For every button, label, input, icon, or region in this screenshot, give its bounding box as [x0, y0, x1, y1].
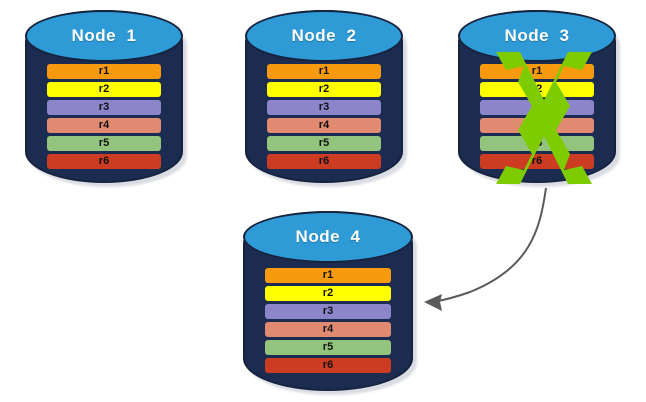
node-title: Node 1 [71, 26, 137, 45]
node-3[interactable]: Node 3 r1 r2 r3 r4 r5 r6 [458, 10, 620, 187]
arrow-node3-to-node4 [432, 187, 547, 303]
row-list: r1 r2 r3 r4 r5 r6 [267, 64, 381, 169]
row-r5[interactable]: r5 [267, 136, 381, 151]
row-r6[interactable]: r6 [265, 358, 391, 373]
node-title: Node 2 [291, 26, 357, 45]
node-title: Node 3 [504, 26, 570, 45]
row-r1[interactable]: r1 [480, 64, 594, 79]
row-r2[interactable]: r2 [47, 82, 161, 97]
row-r2[interactable]: r2 [265, 286, 391, 301]
row-r2[interactable]: r2 [267, 82, 381, 97]
node-top-ellipse [25, 10, 183, 62]
arrowhead-icon [424, 294, 442, 311]
node-title: Node 4 [295, 227, 361, 246]
row-r3[interactable]: r3 [480, 100, 594, 115]
row-r4[interactable]: r4 [265, 322, 391, 337]
row-list: r1 r2 r3 r4 r5 r6 [480, 64, 594, 169]
row-r4[interactable]: r4 [47, 118, 161, 133]
row-r4[interactable]: r4 [267, 118, 381, 133]
row-r3[interactable]: r3 [265, 304, 391, 319]
node-top-ellipse [245, 10, 403, 62]
row-r4[interactable]: r4 [480, 118, 594, 133]
row-r1[interactable]: r1 [47, 64, 161, 79]
node-4[interactable]: Node 4 r1 r2 r3 r4 r5 r6 [243, 211, 417, 395]
row-r6[interactable]: r6 [267, 154, 381, 169]
row-r3[interactable]: r3 [267, 100, 381, 115]
row-r2[interactable]: r2 [480, 82, 594, 97]
row-r6[interactable]: r6 [47, 154, 161, 169]
row-r5[interactable]: r5 [480, 136, 594, 151]
node-1[interactable]: Node 1 r1 r2 r3 r4 r5 r6 [25, 10, 187, 187]
row-r5[interactable]: r5 [47, 136, 161, 151]
row-r1[interactable]: r1 [267, 64, 381, 79]
row-r1[interactable]: r1 [265, 268, 391, 283]
row-r5[interactable]: r5 [265, 340, 391, 355]
row-r3[interactable]: r3 [47, 100, 161, 115]
node-top-ellipse [243, 211, 413, 263]
row-list: r1 r2 r3 r4 r5 r6 [265, 268, 391, 373]
row-r6[interactable]: r6 [480, 154, 594, 169]
row-list: r1 r2 r3 r4 r5 r6 [47, 64, 161, 169]
node-2[interactable]: Node 2 r1 r2 r3 r4 r5 r6 [245, 10, 407, 187]
